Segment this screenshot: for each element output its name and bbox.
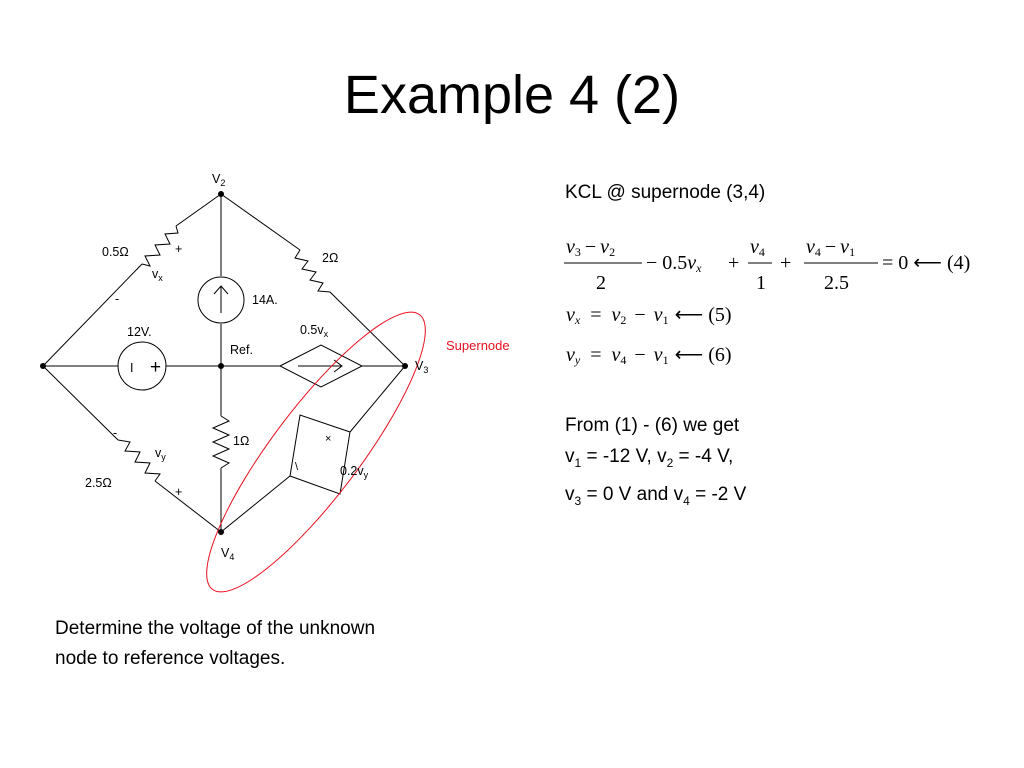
resistor-0.5-ohm [141,225,179,267]
svg-text:v4: v4 [750,236,765,259]
current-source [197,276,245,324]
description-line-2: node to reference voltages. [55,648,286,669]
result-text: From (1) - (6) we get v1 = -12 V, v2 = -… [565,410,746,517]
vy-plus-label: + [175,485,182,499]
vcvs-minus-sign: \ [295,461,299,473]
circuit-diagram: V2 V3 V4 Ref. 0.5Ω + vx - 2Ω 14A. 12V. I… [40,172,510,593]
svg-text:vy=v4−v1⟵ (6): vy=v4−v1⟵ (6) [566,344,732,367]
current-arrowhead-icon [213,285,229,295]
v2-label: V2 [212,172,225,188]
wire [220,475,291,533]
dependent-arrowhead-icon [333,359,343,373]
r-2-label: 2Ω [322,251,338,265]
vccs-label: 0.5vx [300,323,329,339]
vy-minus-label: - [113,426,117,440]
node-v3 [402,363,408,369]
node-v4 [218,529,224,535]
svg-text:2.5: 2.5 [824,272,849,294]
supernode-ellipse [206,311,426,593]
voltage-source-label: 12V. [127,325,152,339]
node-v2 [218,191,224,197]
wire [329,291,406,367]
vy-label: vy [155,446,166,462]
ref-label: Ref. [230,343,253,357]
wire [349,365,406,433]
vx-label: vx [152,267,163,283]
wire [42,365,119,441]
slide-title: Example 4 (2) [343,65,681,125]
v4-label: V4 [221,546,234,562]
voltage-source [117,341,167,391]
wire [154,480,222,533]
problem-description: Determine the voltage of the unknown nod… [55,614,495,674]
kcl-heading: KCL @ supernode (3,4) [565,182,766,203]
dependent-current-source [278,344,364,388]
resistor-1-ohm [211,415,231,469]
wire [175,193,222,227]
node-ref [218,363,224,369]
equations: v3−v2 2 − 0.5vx + v4 1 + v4−v1 2.5 = 0 ⟵… [564,236,970,367]
vcvs-label: 0.2vy [340,464,369,480]
wire [42,263,143,367]
svg-text:+: + [728,252,739,274]
supernode-label: Supernode [446,338,510,353]
resistor-2.5-ohm [117,439,161,482]
voltage-minus-sign: I [130,361,133,375]
svg-text:2: 2 [596,272,606,294]
svg-text:v3−v2: v3−v2 [566,236,615,259]
voltage-plus-sign: + [150,357,161,378]
description-line-1: Determine the voltage of the unknown [55,618,376,639]
v3-label: V3 [415,359,428,375]
result-line-1: From (1) - (6) we get [565,415,740,436]
dependent-voltage-source [289,414,351,495]
node-left [40,363,46,369]
svg-text:= 0 ⟵ (4): = 0 ⟵ (4) [882,252,970,274]
wire [220,193,301,251]
current-source-label: 14A. [252,293,278,307]
vx-minus-label: - [115,292,119,306]
r-0.5-label: 0.5Ω [102,245,129,259]
result-line-2: v1 = -12 V, v2 = -4 V, [565,446,734,470]
r-2.5-label: 2.5Ω [85,476,112,490]
svg-text:vx=v2−v1⟵ (5): vx=v2−v1⟵ (5) [566,304,732,327]
vx-plus-label: + [175,242,182,256]
result-line-3: v3 = 0 V and v4 = -2 V [565,483,747,508]
r-1-label: 1Ω [233,434,249,448]
vcvs-plus-sign: × [325,433,331,445]
resistor-2-ohm [294,249,331,293]
svg-text:v4−v1: v4−v1 [806,236,855,259]
svg-text:− 0.5vx: − 0.5vx [646,252,702,275]
svg-text:1: 1 [756,272,766,294]
svg-text:+: + [780,252,791,274]
